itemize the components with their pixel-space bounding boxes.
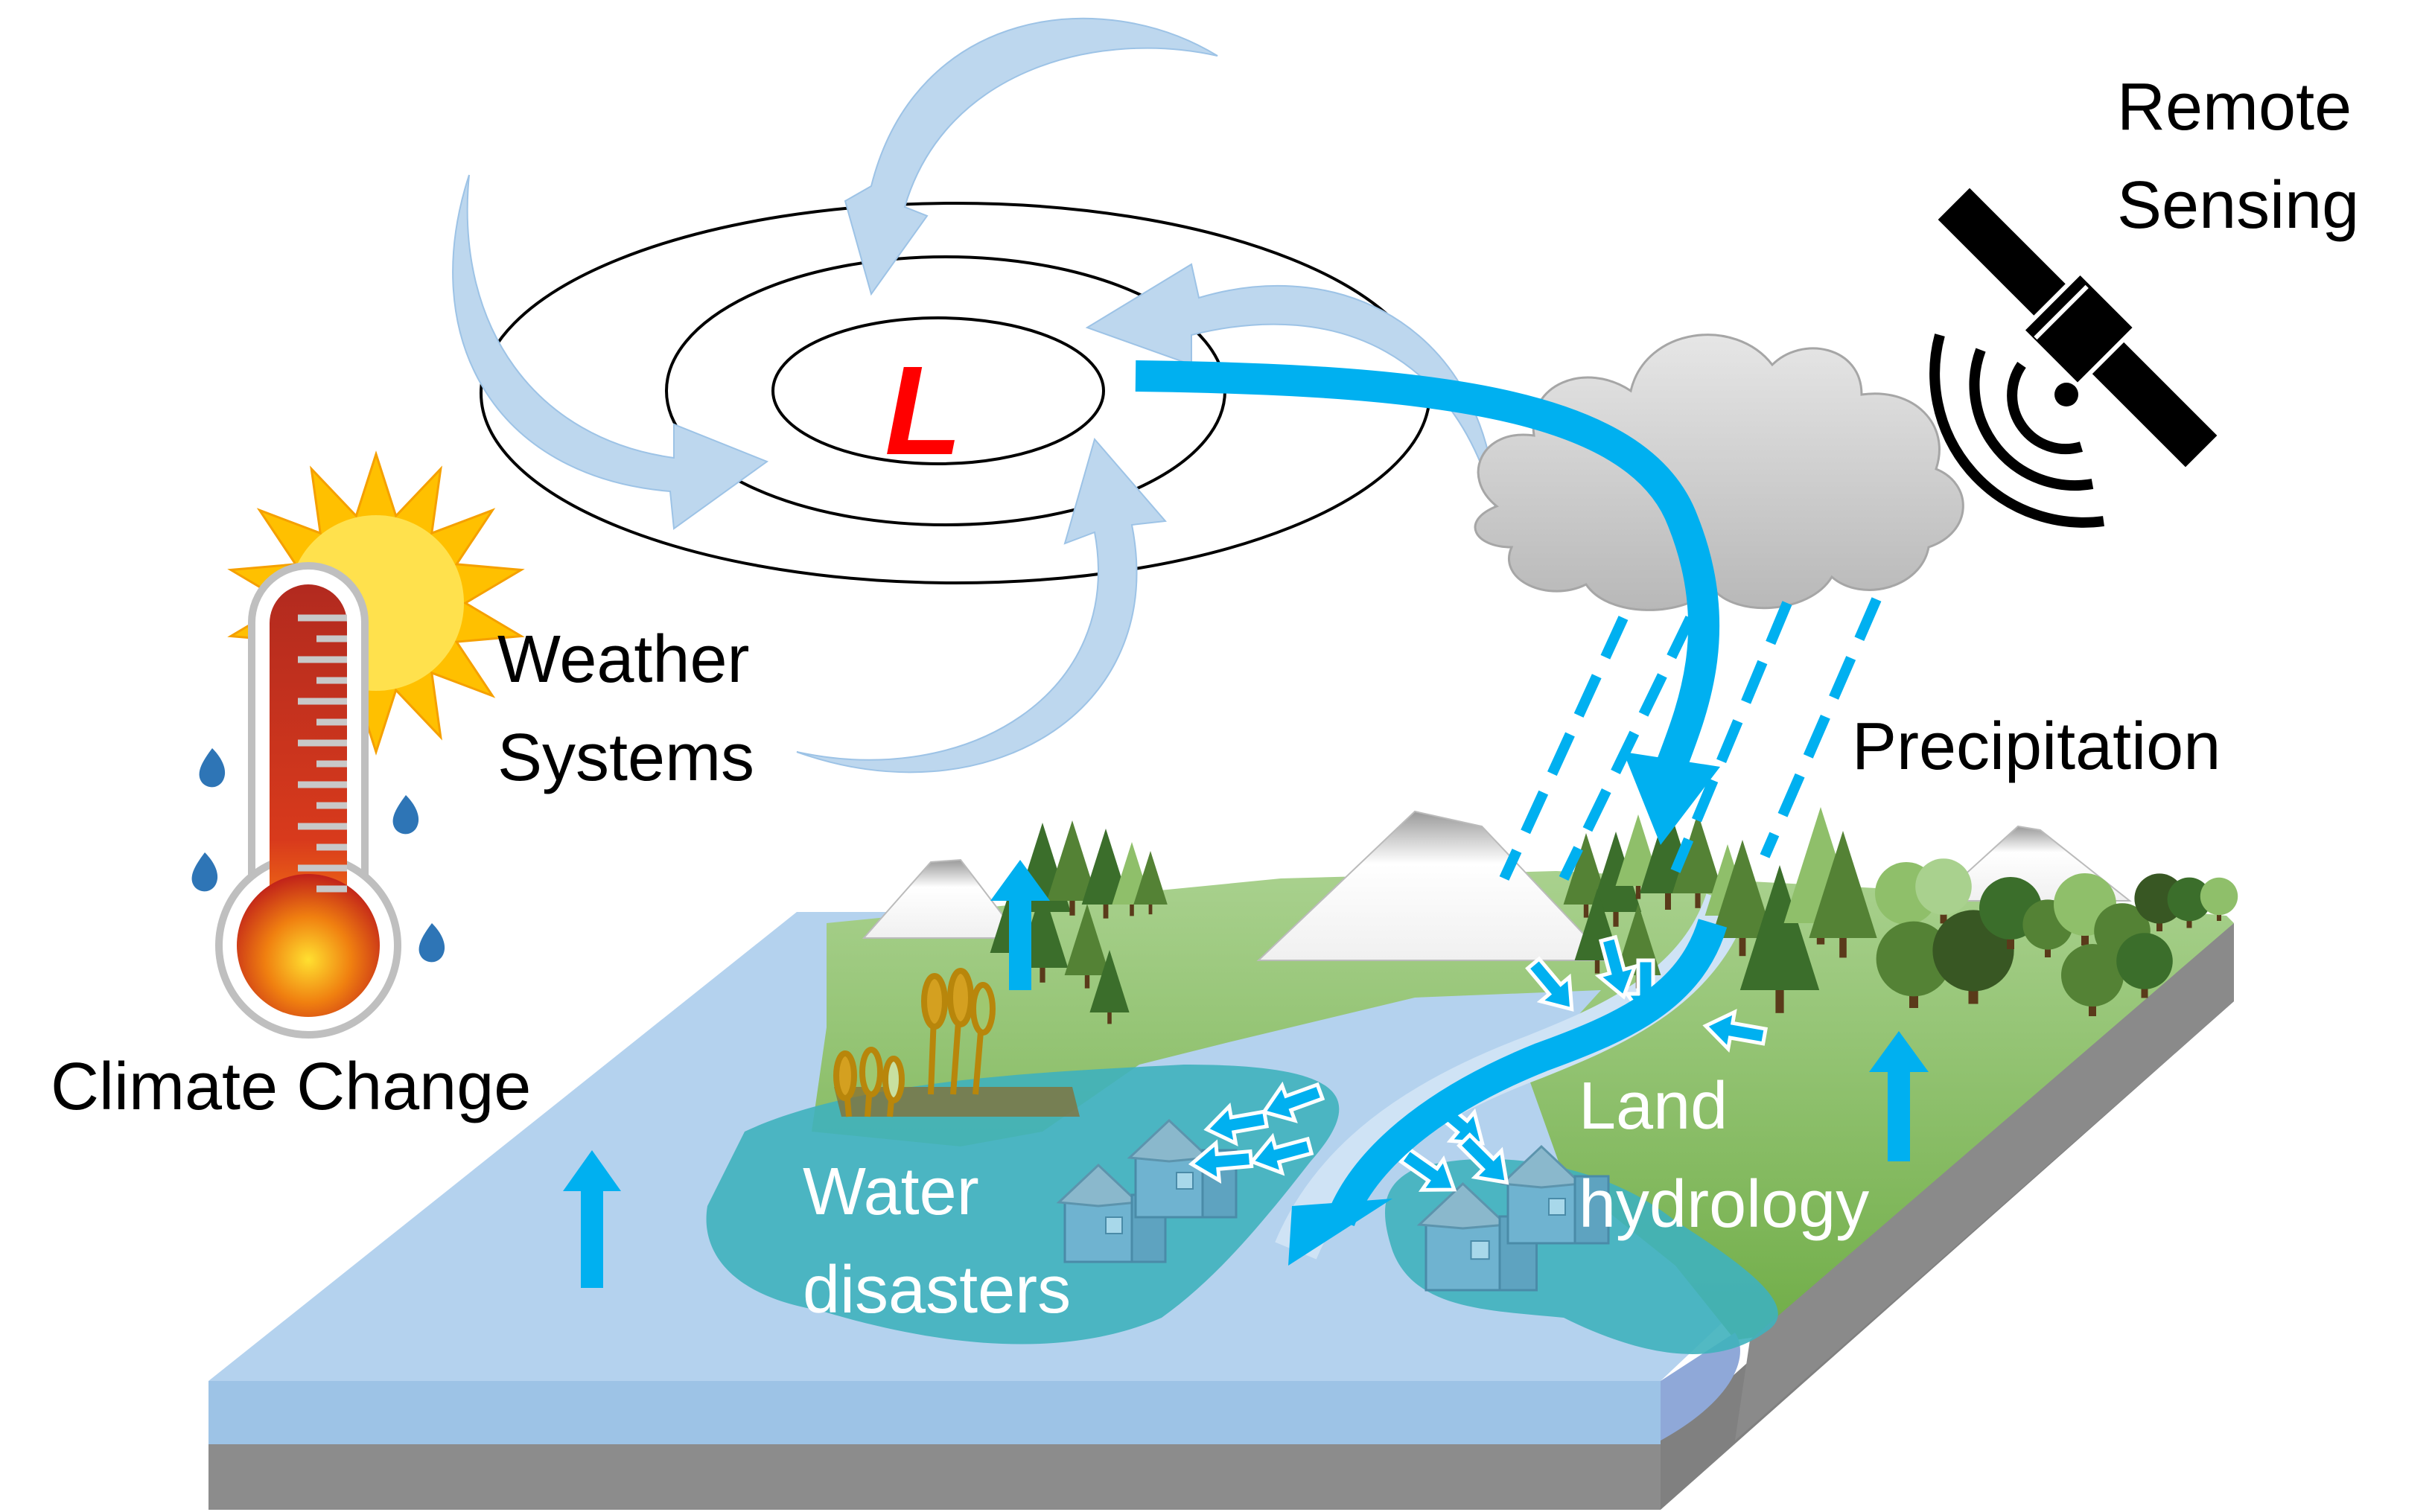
water-disasters-line-1: Water bbox=[803, 1155, 979, 1229]
precipitation-label: Precipitation bbox=[1852, 709, 2221, 784]
inflow-arrow-icon bbox=[1702, 1009, 1769, 1053]
sea-front-face bbox=[208, 1381, 1661, 1444]
tree-icon bbox=[1064, 904, 1110, 989]
water-drop-icon bbox=[392, 795, 419, 835]
inflow-arrow-icon bbox=[1457, 1132, 1509, 1185]
tree-icon bbox=[2116, 933, 2173, 998]
tree-icon bbox=[1711, 840, 1774, 957]
water-drop-icon bbox=[191, 852, 218, 892]
tree-icon bbox=[2061, 944, 2124, 1016]
main-flow-arrow bbox=[1135, 360, 1728, 1266]
house-icon bbox=[1416, 1181, 1538, 1292]
tree-icon bbox=[1563, 833, 1609, 918]
house-icon bbox=[1499, 1144, 1610, 1245]
tree-icon bbox=[1739, 865, 1820, 1013]
mountain-icon bbox=[862, 858, 1022, 939]
inflow-arrow-icon bbox=[1188, 1139, 1254, 1184]
water-disasters-label: Water disasters bbox=[803, 1143, 1071, 1339]
tree-icon bbox=[2200, 877, 2238, 921]
wheat-icon bbox=[833, 968, 996, 1117]
tree-icon bbox=[1876, 921, 1952, 1008]
slab-right-side-land bbox=[1735, 923, 2234, 1441]
tree-icon bbox=[1809, 831, 1877, 958]
forest bbox=[990, 804, 2238, 1024]
up-arrow-icon bbox=[563, 1150, 621, 1288]
water-disasters-line-2: disasters bbox=[803, 1253, 1072, 1327]
rain bbox=[1499, 597, 1882, 881]
land-hydrology-label: Land hydrology bbox=[1579, 1057, 1869, 1254]
tree-icon bbox=[1672, 813, 1724, 908]
tree-icon bbox=[1089, 950, 1130, 1024]
weather-systems-label: Weather Systems bbox=[497, 610, 754, 807]
house-icon bbox=[1127, 1118, 1238, 1219]
tree-icon bbox=[1046, 820, 1098, 916]
up-arrow-icon bbox=[1869, 1031, 1929, 1161]
inflow-arrow-icon bbox=[1203, 1103, 1270, 1146]
remote-sensing-label: Remote Sensing bbox=[2117, 58, 2359, 255]
houses bbox=[1056, 1118, 1610, 1292]
satellite-icon bbox=[1929, 188, 2218, 528]
wind-arrow-bottom bbox=[796, 437, 1167, 773]
inflow-arrow-icon bbox=[1398, 1146, 1457, 1192]
coast-curve bbox=[1661, 1333, 1740, 1441]
evaporation-arrows bbox=[563, 860, 1929, 1288]
remote-sensing-line-2: Sensing bbox=[2117, 168, 2360, 243]
tree-icon bbox=[1915, 858, 1972, 924]
water-drop-icon bbox=[418, 923, 445, 963]
thermometer-ticks bbox=[298, 614, 347, 893]
tree-icon bbox=[1081, 829, 1130, 919]
mountain-icon bbox=[1256, 810, 1611, 961]
isobar-inner bbox=[771, 316, 1105, 465]
water-drop-icon bbox=[199, 748, 226, 788]
water-drops bbox=[191, 748, 445, 963]
climate-change-label: Climate Change bbox=[51, 1050, 532, 1124]
cloud-icon bbox=[1474, 334, 1964, 611]
remote-sensing-line-1: Remote bbox=[2117, 70, 2352, 144]
inflow-arrow-icon bbox=[1525, 956, 1574, 1012]
up-arrow-icon bbox=[990, 860, 1050, 990]
land-surface bbox=[812, 871, 2234, 1340]
tree-icon bbox=[2167, 877, 2212, 928]
wind-arrow-left bbox=[452, 174, 769, 530]
slab-front-bottom bbox=[208, 1441, 1661, 1510]
inflow-arrow-icon bbox=[1249, 1132, 1314, 1176]
inflow-arrow-icon bbox=[1261, 1081, 1325, 1123]
weather-systems-line-2: Systems bbox=[497, 721, 755, 795]
wind-arrow-top bbox=[844, 17, 1218, 296]
wind-arrows bbox=[452, 17, 1497, 773]
weather-systems-line-1: Weather bbox=[497, 622, 750, 697]
wheat-crops bbox=[833, 968, 996, 1117]
thermometer-icon bbox=[215, 562, 401, 1039]
land-hydrology-line-1: Land bbox=[1579, 1069, 1728, 1143]
inflow-arrow-icon bbox=[1594, 934, 1638, 1000]
tree-icon bbox=[1133, 851, 1168, 915]
low-pressure-symbol: L bbox=[885, 340, 962, 482]
land-hydrology-line-2: hydrology bbox=[1579, 1167, 1870, 1242]
tree-icon bbox=[1590, 832, 1642, 927]
